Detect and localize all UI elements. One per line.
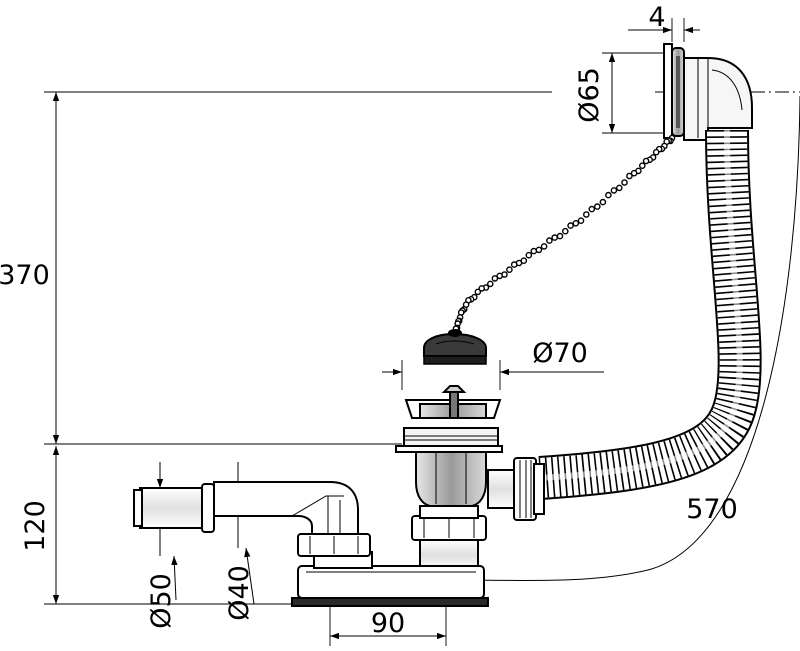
chain-bead — [652, 148, 660, 156]
chain-bead — [486, 280, 494, 288]
chain-bead — [588, 205, 596, 213]
chain-bead — [530, 247, 538, 255]
waste-body — [395, 427, 503, 571]
chain-bead — [572, 219, 580, 227]
chain-bead — [577, 217, 585, 224]
trap-width-label: 90 — [371, 608, 405, 639]
corrugated-hose — [538, 129, 762, 500]
chain-bead — [478, 285, 486, 292]
chain-bead — [630, 169, 638, 177]
chain-bead — [556, 232, 564, 240]
chain-bead — [562, 227, 569, 235]
chain-bead — [639, 162, 646, 169]
overflow-width-label: 4 — [648, 2, 665, 33]
chain-bead — [525, 251, 533, 259]
chain-bead — [510, 261, 518, 268]
trap-height-label: 120 — [20, 500, 51, 552]
outlet-inner-diameter-label: Ø40 — [224, 565, 255, 621]
vertical-height-label: 370 — [0, 260, 50, 291]
chain-bead — [642, 157, 650, 165]
hose-length-label: 570 — [686, 494, 738, 525]
chain-bead — [599, 198, 607, 206]
chain-bead — [626, 172, 633, 180]
plug-chain — [452, 134, 676, 333]
chain-bead — [540, 243, 548, 250]
chain-bead — [567, 222, 574, 229]
overflow-diameter-label: Ø65 — [574, 67, 605, 123]
plug-stopper — [423, 329, 487, 365]
chain-bead — [621, 179, 628, 186]
outlet-elbow — [133, 481, 359, 535]
chain-bead — [474, 288, 482, 296]
bottle-trap — [291, 533, 489, 607]
chain-bead — [605, 191, 612, 199]
drain-strainer — [404, 385, 502, 419]
dimension-labels: 4 Ø65 370 Ø70 120 Ø50 Ø40 90 570 — [0, 2, 738, 639]
chain-bead — [610, 187, 618, 194]
chain-bead — [616, 184, 623, 192]
hose-connector — [487, 457, 545, 521]
chain-bead — [546, 237, 553, 244]
chain-bead — [491, 275, 499, 282]
chain-bead — [551, 234, 559, 241]
chain-bead — [535, 246, 543, 254]
chain-bead — [594, 203, 601, 210]
plug-diameter-label: Ø70 — [532, 338, 588, 369]
outlet-outer-diameter-label: Ø50 — [146, 573, 177, 629]
chain-bead — [496, 272, 504, 280]
chain-bead — [506, 266, 513, 274]
chain-bead — [583, 211, 590, 218]
overflow-assembly — [663, 43, 753, 141]
